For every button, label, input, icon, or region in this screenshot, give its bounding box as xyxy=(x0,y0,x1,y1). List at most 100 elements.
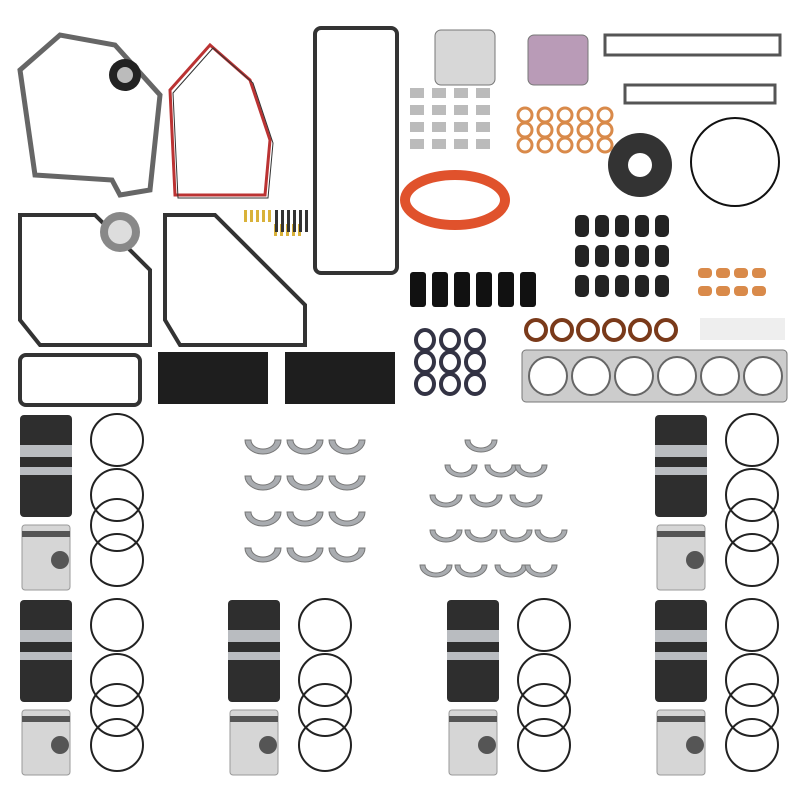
o-ring xyxy=(576,318,600,342)
cylinder-kit xyxy=(655,598,779,776)
rocker-clip xyxy=(432,139,446,149)
injector-sleeve xyxy=(476,272,492,307)
valve-stem-seal xyxy=(655,275,669,297)
rocker-clip xyxy=(454,105,468,115)
cylinder-liner xyxy=(447,600,499,702)
bolt xyxy=(293,210,296,232)
main-bearing xyxy=(244,547,282,563)
valve-stem-seal xyxy=(595,245,609,267)
cylinder-kit xyxy=(228,598,352,776)
label-tag xyxy=(700,318,785,340)
main-bearing xyxy=(286,511,324,527)
piston-pin-bore xyxy=(686,551,704,569)
valve-stem-seal xyxy=(635,245,649,267)
rod-bearing xyxy=(534,529,568,543)
piston-pin-bore xyxy=(51,551,69,569)
injector-sleeve xyxy=(498,272,514,307)
valve-stem-seal xyxy=(635,275,649,297)
rocker-clip xyxy=(454,139,468,149)
dowel-pin xyxy=(250,210,253,222)
rocker-clip xyxy=(432,105,446,115)
main-bearing xyxy=(328,439,366,455)
rocker-clip xyxy=(410,139,424,149)
dowel-pin xyxy=(268,210,271,222)
rod-bearing xyxy=(514,464,548,478)
valve-stem-seal xyxy=(655,245,669,267)
liner-band xyxy=(447,652,499,660)
liner-band xyxy=(20,467,72,475)
piston-ring-groove xyxy=(22,716,70,722)
cylinder-kit xyxy=(20,598,144,776)
copper-seal xyxy=(698,268,712,278)
silicone-strip xyxy=(400,170,510,230)
copper-washer xyxy=(556,136,574,154)
rod-bearing xyxy=(454,564,488,578)
piston xyxy=(656,524,706,591)
valve-stem-seal xyxy=(595,275,609,297)
bolt xyxy=(299,210,302,232)
piston-ring xyxy=(90,413,144,467)
piston-pin-bore xyxy=(259,736,277,754)
injector-sleeve xyxy=(454,272,470,307)
injector-gasket xyxy=(439,372,461,396)
bolt xyxy=(281,210,284,232)
piston-ring xyxy=(90,653,144,707)
head-gasket-bore xyxy=(614,356,654,396)
piston-ring xyxy=(298,598,352,652)
injector-gasket xyxy=(464,372,486,396)
piston-ring xyxy=(90,498,144,552)
piston-ring xyxy=(298,718,352,772)
cylinder-kit xyxy=(655,413,779,591)
main-bearing xyxy=(244,475,282,491)
rod-bearing xyxy=(429,529,463,543)
copper-seal xyxy=(698,286,712,296)
cylinder-liner xyxy=(655,600,707,702)
bolt xyxy=(275,210,278,232)
piston-ring xyxy=(298,683,352,737)
piston xyxy=(229,709,279,776)
main-bearing xyxy=(328,511,366,527)
piston xyxy=(21,524,71,591)
oil-cooler-gaskets xyxy=(18,352,395,407)
copper-washer xyxy=(536,121,554,139)
oil-pan-gasket xyxy=(313,26,399,275)
rocker-clip xyxy=(410,88,424,98)
cylinder-kit xyxy=(447,598,571,776)
rod-bearing xyxy=(509,494,543,508)
piston-ring xyxy=(725,468,779,522)
injector-gasket xyxy=(414,350,436,374)
piston-ring xyxy=(517,598,571,652)
piston-ring xyxy=(90,683,144,737)
copper-washer xyxy=(516,106,534,124)
cylinder-liner xyxy=(655,415,707,517)
piston-ring xyxy=(725,533,779,587)
piston-ring-groove xyxy=(657,531,705,537)
piston-ring-groove xyxy=(449,716,497,722)
liner-band xyxy=(228,652,280,660)
copper-seal xyxy=(716,286,730,296)
copper-washer xyxy=(536,106,554,124)
injector-gasket xyxy=(414,328,436,352)
injector-gasket xyxy=(414,372,436,396)
piston-ring xyxy=(725,653,779,707)
copper-washer xyxy=(576,106,594,124)
piston-pin-bore xyxy=(51,736,69,754)
rod-bearing xyxy=(464,529,498,543)
cylinder-head-gasket xyxy=(521,349,788,403)
copper-washer xyxy=(596,106,614,124)
liner-band xyxy=(20,630,72,642)
valve-stem-seal xyxy=(615,275,629,297)
head-gasket-bore xyxy=(528,356,568,396)
piston-ring xyxy=(725,683,779,737)
large-o-ring xyxy=(608,117,780,207)
copper-washer xyxy=(516,121,534,139)
injector-gasket xyxy=(439,350,461,374)
rocker-clip xyxy=(410,105,424,115)
copper-washer xyxy=(576,136,594,154)
valve-stem-seal xyxy=(615,215,629,237)
bolt xyxy=(287,210,290,232)
rod-bearing xyxy=(419,564,453,578)
bolt xyxy=(305,210,308,232)
liner-band xyxy=(655,630,707,642)
